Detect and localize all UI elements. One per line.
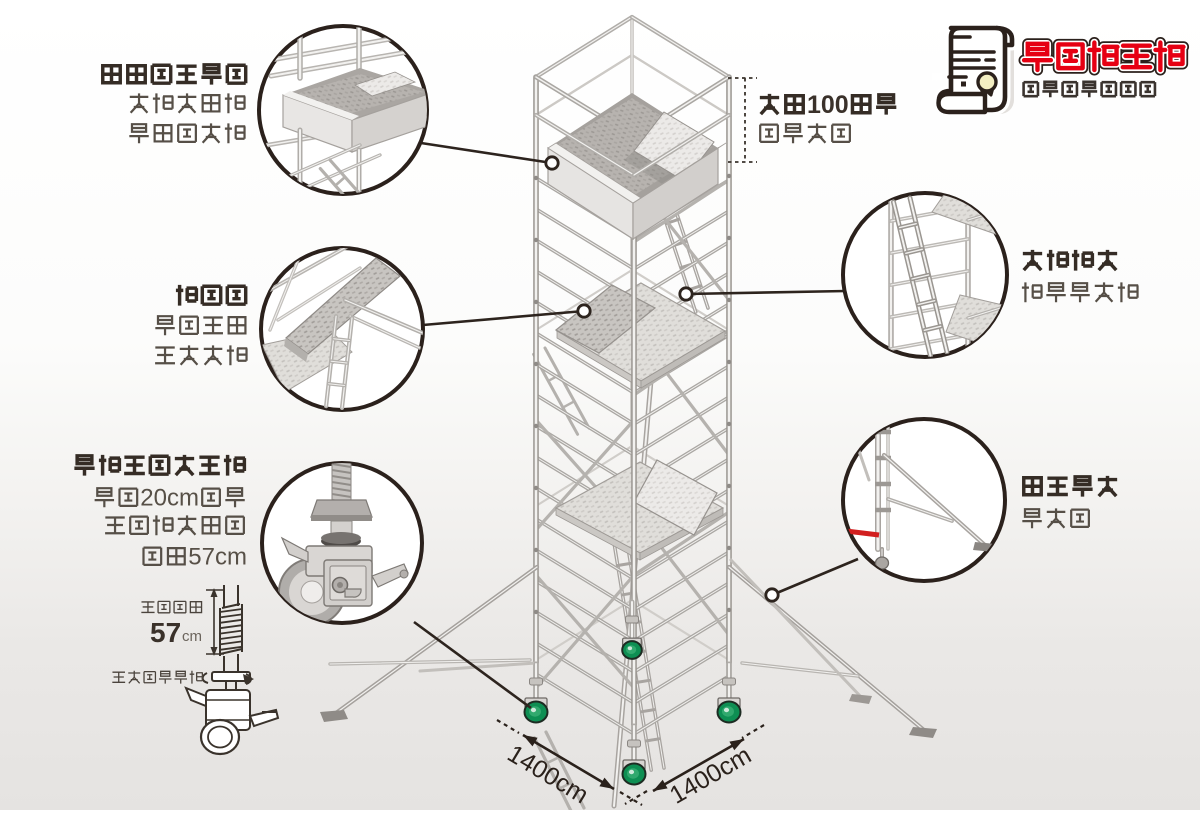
svg-text:cm: cm — [182, 628, 202, 645]
svg-text:57: 57 — [150, 617, 181, 648]
svg-text:20cm: 20cm — [140, 485, 199, 512]
svg-text:100: 100 — [807, 91, 849, 119]
svg-text:57cm: 57cm — [188, 544, 247, 571]
